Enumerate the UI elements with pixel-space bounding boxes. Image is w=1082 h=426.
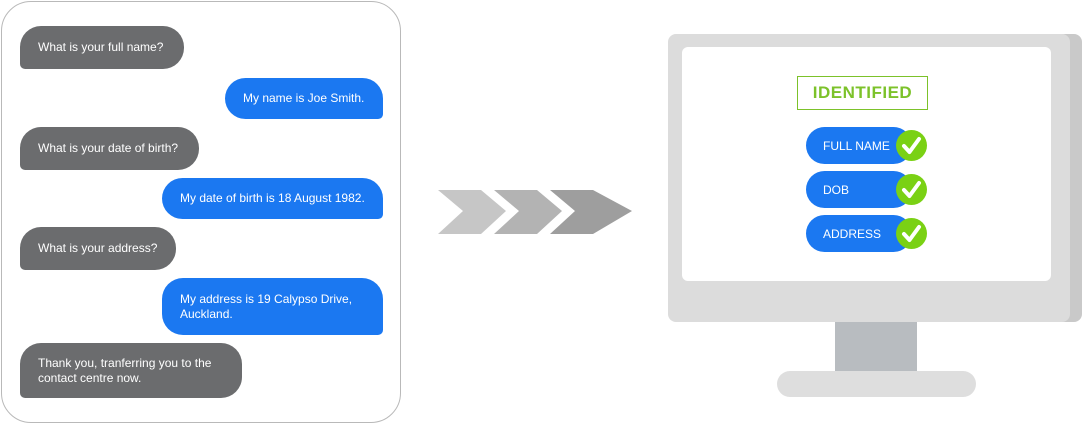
identified-badge: IDENTIFIED: [797, 76, 928, 110]
check-icon: [896, 218, 927, 249]
chat-bubble-user: My name is Joe Smith.: [225, 78, 383, 119]
chat-message-text: What is your date of birth?: [38, 141, 179, 155]
check-item-full-name: FULL NAME: [806, 127, 912, 164]
chat-message-text: My address is 19 Calypso Drive, Auckland…: [180, 291, 353, 321]
check-item-label: FULL NAME: [823, 138, 890, 153]
check-item-dob: DOB: [806, 171, 912, 208]
monitor-stand-base: [777, 371, 976, 397]
check-icon: [896, 174, 927, 205]
check-item-label: DOB: [823, 182, 850, 197]
check-icon: [896, 130, 927, 161]
chat-message-text: Thank you, tranferring you to the contac…: [38, 355, 212, 385]
chat-message-text: My name is Joe Smith.: [243, 91, 365, 105]
flow-arrows-icon: [438, 190, 632, 234]
chat-bubble-bot: What is your address?: [20, 227, 176, 270]
check-item-label: ADDRESS: [823, 226, 882, 241]
chat-bubble-bot: What is your date of birth?: [20, 127, 199, 170]
chat-bubble-bot: What is your full name?: [20, 26, 184, 69]
chat-bubble-user: My address is 19 Calypso Drive, Auckland…: [162, 278, 383, 335]
chat-message-text: My date of birth is 18 August 1982.: [180, 191, 365, 205]
chat-message-text: What is your full name?: [38, 40, 164, 54]
check-item-address: ADDRESS: [806, 215, 912, 252]
chat-bubble-user: My date of birth is 18 August 1982.: [162, 178, 383, 219]
chat-bubble-bot: Thank you, tranferring you to the contac…: [20, 343, 242, 398]
monitor-stand-neck: [835, 322, 917, 372]
chat-message-text: What is your address?: [38, 241, 158, 255]
